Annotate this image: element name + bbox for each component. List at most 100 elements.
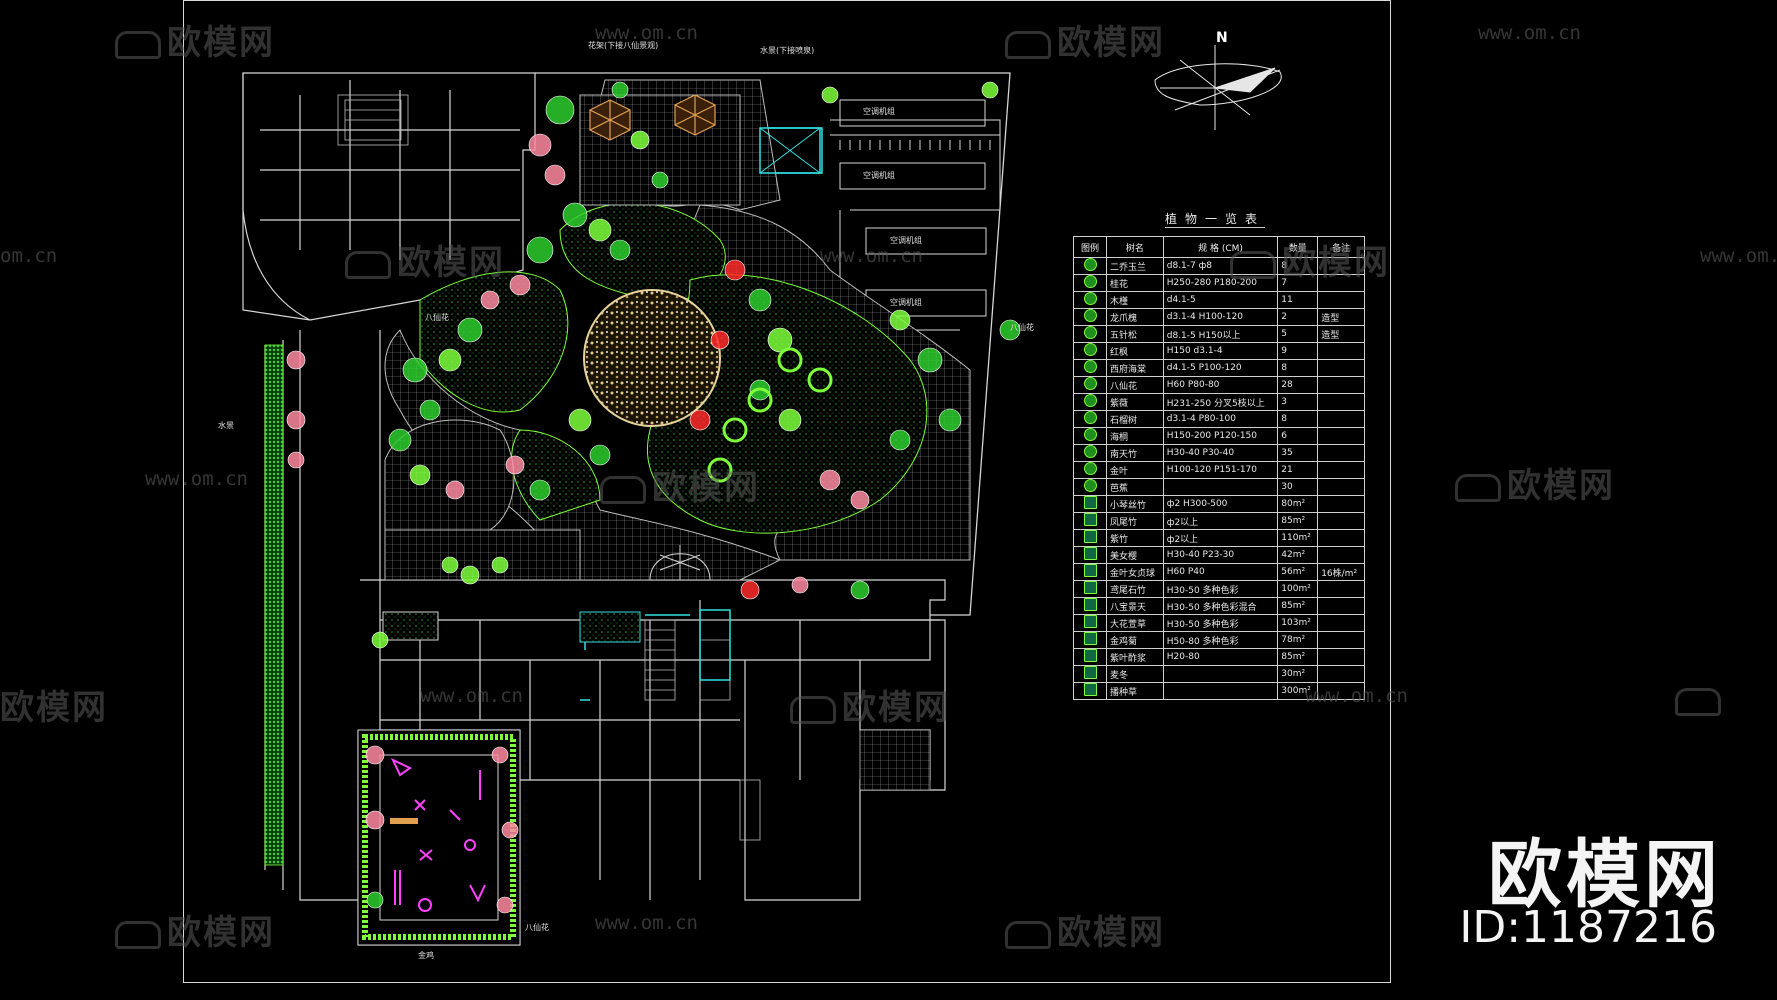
label-bottom-note-2: 金鸡 — [418, 951, 434, 960]
watermark-url: www.om.cn — [420, 685, 523, 707]
plant-symbol-icon — [1083, 258, 1097, 271]
label-parking-3: 空调机组 — [890, 236, 922, 245]
label-parking-2: 空调机组 — [863, 171, 895, 180]
central-gravel-circle — [583, 289, 721, 427]
shrub-ring — [807, 367, 833, 393]
legend-symbol — [1073, 580, 1107, 598]
legend-qty: 80m² — [1277, 495, 1319, 513]
label-left-note-2: 八仙花 — [425, 313, 449, 322]
legend-symbol — [1073, 427, 1107, 445]
tree-canopy — [981, 81, 999, 99]
plant-symbol-icon — [1083, 666, 1097, 679]
legend-spec: H20-80 — [1162, 648, 1279, 666]
plant-symbol-icon — [1083, 581, 1097, 594]
legend-symbol — [1073, 563, 1107, 581]
legend-spec: H30-50 多种色彩 — [1162, 580, 1279, 598]
legend-qty: 3 — [1277, 393, 1319, 411]
tree-canopy — [568, 408, 592, 432]
legend-name: 红枫 — [1106, 342, 1164, 360]
sofa-logo-icon — [1675, 687, 1721, 716]
legend-title: 植物一览表 — [1165, 212, 1266, 228]
tree-canopy — [388, 428, 412, 452]
legend-header-name: 树名 — [1106, 236, 1164, 258]
tree-canopy — [850, 580, 870, 600]
legend-symbol — [1073, 257, 1107, 275]
legend-name: 西府海棠 — [1106, 359, 1164, 377]
legend-qty: 85m² — [1277, 597, 1319, 615]
legend-qty: 110m² — [1277, 529, 1319, 547]
tree-canopy — [419, 399, 441, 421]
legend-name: 播种草 — [1106, 682, 1164, 700]
plant-symbol-icon — [1083, 632, 1097, 645]
watermark-logo: 欧模网 — [115, 905, 275, 954]
legend-symbol — [1073, 376, 1107, 394]
tree-canopy — [529, 479, 551, 501]
legend-symbol — [1073, 682, 1107, 700]
legend-symbol — [1073, 512, 1107, 530]
legend-name: 鸢尾石竹 — [1106, 580, 1164, 598]
watermark-logo: 欧模网 — [0, 688, 108, 728]
pergola-plaza — [579, 94, 821, 206]
legend-symbol — [1073, 308, 1107, 326]
tree-canopy — [286, 410, 306, 430]
legend-qty: 100m² — [1277, 580, 1319, 598]
legend-spec: ф2 H300-500 — [1162, 495, 1279, 513]
legend-symbol — [1073, 359, 1107, 377]
legend-note — [1317, 478, 1365, 496]
legend-note — [1317, 682, 1365, 700]
legend-name: 大花萱草 — [1106, 614, 1164, 632]
legend-symbol — [1073, 478, 1107, 496]
legend-symbol — [1073, 614, 1107, 632]
legend-qty: 8 — [1277, 410, 1319, 428]
legend-note — [1317, 495, 1365, 513]
legend-spec — [1162, 478, 1279, 496]
plant-symbol-icon — [1083, 394, 1097, 407]
legend-qty: 30m² — [1277, 665, 1319, 683]
legend-spec: H50-80 多种色彩 — [1162, 631, 1279, 649]
legend-spec: d4.1-5 — [1162, 291, 1279, 309]
tree-canopy — [791, 576, 809, 594]
tree-canopy — [371, 631, 389, 649]
sofa-logo-icon — [790, 695, 836, 724]
watermark-url: www.om.cn — [595, 912, 698, 934]
legend-name: 金鸡菊 — [1106, 631, 1164, 649]
legend-qty: 6 — [1277, 427, 1319, 445]
plant-symbol-icon — [1083, 513, 1097, 526]
tree-canopy — [501, 821, 519, 839]
tree-canopy — [611, 81, 629, 99]
tree-canopy — [509, 274, 531, 296]
legend-spec: H60 P80-80 — [1162, 376, 1279, 394]
plant-symbol-icon — [1083, 411, 1097, 424]
legend-spec: H150-200 P120-150 — [1162, 427, 1279, 445]
tree-canopy — [366, 891, 384, 909]
legend-qty: 8 — [1277, 359, 1319, 377]
plant-symbol-icon — [1083, 479, 1097, 492]
tree-canopy — [480, 290, 500, 310]
tree-canopy — [544, 164, 566, 186]
shrub-ring — [747, 387, 773, 413]
plant-symbol-icon — [1083, 292, 1097, 305]
legend-note — [1317, 648, 1365, 666]
tree-canopy — [365, 810, 385, 830]
tree-canopy — [778, 408, 802, 432]
tree-canopy — [689, 409, 711, 431]
legend-header-symbol: 图例 — [1073, 236, 1107, 258]
shrub-ring — [722, 417, 748, 443]
label-right-note-1: 八仙花 — [1010, 323, 1034, 332]
sofa-logo-icon — [345, 250, 391, 279]
legend-note — [1317, 597, 1365, 615]
legend-symbol — [1073, 529, 1107, 547]
plant-symbol-icon — [1083, 649, 1097, 662]
legend-note — [1317, 529, 1365, 547]
legend-symbol — [1073, 325, 1107, 343]
legend-name: 石榴树 — [1106, 410, 1164, 428]
legend-symbol — [1073, 495, 1107, 513]
